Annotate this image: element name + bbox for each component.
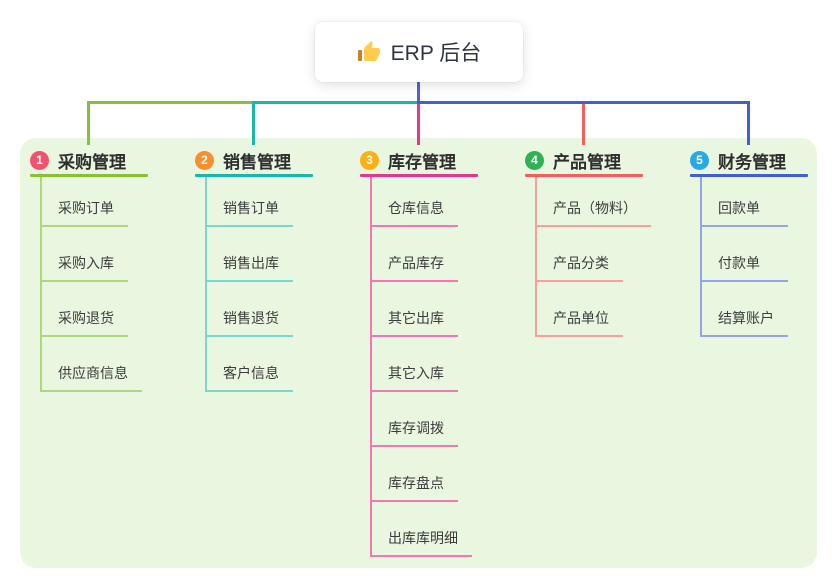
mindmap-item[interactable]: 结算账户 <box>702 282 788 337</box>
branch-underline <box>525 174 643 177</box>
branch-items: 销售订单销售出库销售退货客户信息 <box>205 177 293 392</box>
mindmap-item[interactable]: 库存盘点 <box>372 447 458 502</box>
branch-node: 3 库存管理 仓库信息产品库存其它出库其它入库库存调拨库存盘点出库库明细 <box>360 148 520 557</box>
mindmap-item[interactable]: 仓库信息 <box>372 177 458 227</box>
branch-number-badge: 5 <box>690 150 709 170</box>
branch-elbow-connector <box>747 101 750 145</box>
mindmap-item[interactable]: 销售出库 <box>207 227 293 282</box>
branch-elbow-connector <box>417 101 420 145</box>
branch-header[interactable]: 4 产品管理 <box>525 148 685 172</box>
branch-number-badge: 1 <box>30 150 49 170</box>
branch-elbow-connector <box>582 101 585 145</box>
branch-items: 仓库信息产品库存其它出库其它入库库存调拨库存盘点出库库明细 <box>370 177 472 557</box>
branch-underline <box>30 174 148 177</box>
mindmap-item[interactable]: 供应商信息 <box>42 337 142 392</box>
mindmap-item[interactable]: 销售退货 <box>207 282 293 337</box>
mindmap-item[interactable]: 销售订单 <box>207 177 293 227</box>
mindmap-item[interactable]: 其它入库 <box>372 337 458 392</box>
root-connector <box>417 82 420 101</box>
branch-items: 产品（物料）产品分类产品单位 <box>535 177 651 337</box>
mindmap-item[interactable]: 产品库存 <box>372 227 458 282</box>
branch-elbow-connector <box>252 101 255 145</box>
branch-items: 回款单付款单结算账户 <box>700 177 788 337</box>
mindmap-item[interactable]: 库存调拨 <box>372 392 458 447</box>
root-node-label: ERP 后台 <box>390 42 482 65</box>
branch-header[interactable]: 2 销售管理 <box>195 148 355 172</box>
branch-node: 2 销售管理 销售订单销售出库销售退货客户信息 <box>195 148 355 392</box>
mindmap-item[interactable]: 出库库明细 <box>372 502 472 557</box>
thumb-cuff-shape <box>357 50 362 61</box>
mindmap-item[interactable]: 客户信息 <box>207 337 293 392</box>
branch-elbow-connector <box>87 101 90 145</box>
mindmap-item[interactable]: 采购入库 <box>42 227 128 282</box>
branch-number-badge: 3 <box>360 150 379 170</box>
branch-node: 1 采购管理 采购订单采购入库采购退货供应商信息 <box>30 148 190 392</box>
branch-header[interactable]: 1 采购管理 <box>30 148 190 172</box>
branch-underline <box>690 174 808 177</box>
branch-header[interactable]: 5 财务管理 <box>690 148 839 172</box>
branch-header[interactable]: 3 库存管理 <box>360 148 520 172</box>
root-node[interactable]: ERP 后台 <box>315 22 523 82</box>
mindmap-item[interactable]: 采购退货 <box>42 282 128 337</box>
branch-underline <box>360 174 478 177</box>
mindmap-item[interactable]: 产品（物料） <box>537 177 651 227</box>
branch-underline <box>195 174 313 177</box>
branch-title: 销售管理 <box>223 152 291 172</box>
thumb-hand-shape <box>363 41 380 61</box>
branch-number-badge: 2 <box>195 150 214 170</box>
branch-title: 库存管理 <box>388 152 456 172</box>
branch-items: 采购订单采购入库采购退货供应商信息 <box>40 177 142 392</box>
branch-number-badge: 4 <box>525 150 544 170</box>
mindmap-item[interactable]: 付款单 <box>702 227 788 282</box>
mindmap-item[interactable]: 产品分类 <box>537 227 623 282</box>
thumbs-up-icon <box>357 41 380 61</box>
branches-panel <box>20 138 817 568</box>
branch-node: 4 产品管理 产品（物料）产品分类产品单位 <box>525 148 685 337</box>
mindmap-item[interactable]: 回款单 <box>702 177 788 227</box>
connector-segment <box>252 101 418 104</box>
branch-title: 采购管理 <box>58 152 126 172</box>
connector-segment <box>87 101 252 104</box>
branch-title: 财务管理 <box>718 152 786 172</box>
branch-node: 5 财务管理 回款单付款单结算账户 <box>690 148 839 337</box>
branch-title: 产品管理 <box>553 152 621 172</box>
mindmap-item[interactable]: 产品单位 <box>537 282 623 337</box>
mindmap-item[interactable]: 采购订单 <box>42 177 128 227</box>
connector-segment <box>417 101 750 104</box>
mindmap-item[interactable]: 其它出库 <box>372 282 458 337</box>
